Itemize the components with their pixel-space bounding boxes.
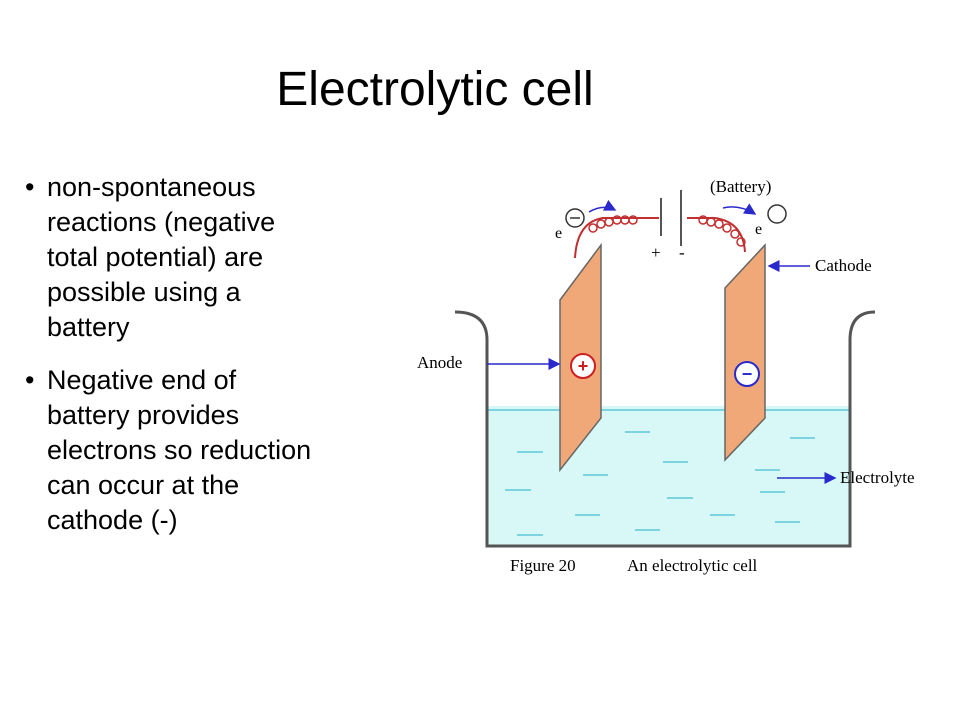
electrolytic-cell-diagram: (Battery) + - e e + − Anode Cathode Elec… <box>417 177 915 575</box>
bullet-item: • non-spontaneous reactions (negative to… <box>25 170 425 345</box>
cathode-sign: − <box>742 364 753 384</box>
battery-plus-sign: + <box>651 243 661 262</box>
bullet-line: electrons so reduction <box>47 435 312 465</box>
bullet-line: non-spontaneous <box>47 172 256 202</box>
beaker <box>454 310 876 548</box>
bullet-item: • Negative end of battery provides elect… <box>25 363 425 538</box>
cathode-sign-icon <box>734 361 760 387</box>
bullet-line: possible using a <box>47 277 241 307</box>
figure-caption-text: An electrolytic cell <box>627 556 758 575</box>
electron-right-label: e <box>755 221 762 238</box>
bullet-marker: • <box>25 365 35 395</box>
bullet-line: can occur at the <box>47 470 240 500</box>
battery-minus-sign: - <box>679 243 685 262</box>
bullet-text: non-spontaneous reactions (negative tota… <box>47 170 275 345</box>
battery-label: (Battery) <box>710 177 771 196</box>
electron-left-label: e <box>555 225 562 242</box>
electrolyte <box>487 406 850 546</box>
cathode-electrode <box>724 243 766 462</box>
left-wire <box>574 217 659 259</box>
bullet-line: battery provides <box>47 400 240 430</box>
anode-sign: + <box>578 356 589 376</box>
bullet-line: battery <box>47 312 130 342</box>
bullet-marker: • <box>25 172 35 202</box>
electron-flow-left-arrow <box>588 199 617 213</box>
cathode-label: Cathode <box>815 256 872 275</box>
bullet-line: reactions (negative <box>47 207 276 237</box>
electrolyte-dashes <box>505 431 815 536</box>
bullet-list: • non-spontaneous reactions (negative to… <box>25 170 425 556</box>
bullet-line: cathode (-) <box>47 505 178 535</box>
electron-left-icon <box>565 208 585 228</box>
anode-sign-icon <box>570 353 596 379</box>
figure-caption-number: Figure 20 <box>510 556 576 575</box>
electron-right-icon <box>767 204 787 224</box>
anode-label: Anode <box>417 353 462 372</box>
wire-coils <box>588 215 746 247</box>
electron-flow-right-arrow <box>722 203 757 215</box>
bullet-text: Negative end of battery provides electro… <box>47 363 311 538</box>
slide-title: Electrolytic cell <box>276 63 594 116</box>
electrolyte-label: Electrolyte <box>840 468 915 487</box>
bullet-line: total potential) are <box>47 242 264 272</box>
bullet-line: Negative end of <box>47 365 237 395</box>
right-wire <box>687 217 746 253</box>
